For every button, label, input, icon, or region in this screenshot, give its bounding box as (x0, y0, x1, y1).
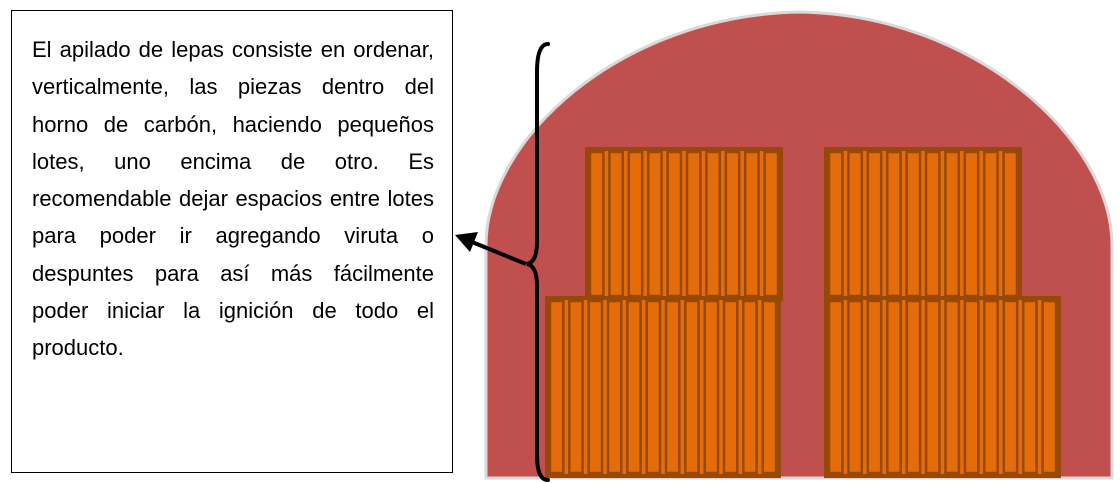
lepa-piece (666, 150, 683, 298)
lepa-piece (627, 150, 644, 298)
lepa-piece (827, 150, 844, 298)
lepa-piece (1021, 299, 1038, 475)
lepa-piece (847, 299, 864, 475)
lepa-piece (905, 150, 922, 298)
lepa-piece (885, 150, 902, 298)
lepa-piece (983, 299, 999, 475)
lepa-piece (847, 150, 864, 298)
lepa-piece (722, 299, 739, 475)
lepa-piece (588, 150, 605, 298)
lower-left-stack (545, 296, 781, 478)
lepa-piece (568, 299, 584, 475)
stack-frame (545, 296, 781, 478)
lepa-piece (684, 299, 700, 475)
lepa-piece (703, 299, 720, 475)
lepa-piece (886, 299, 902, 475)
lepa-piece (763, 150, 780, 298)
lepa-piece (1002, 150, 1019, 298)
lepa-piece (761, 299, 778, 475)
lepa-piece (664, 299, 681, 475)
lepa-piece (587, 299, 604, 475)
pointer-arrow-head (455, 232, 478, 252)
description-text: El apilado de lepas consiste en ordenar,… (32, 37, 434, 361)
lepa-piece (742, 299, 758, 475)
lepa-piece (1002, 299, 1019, 475)
lepa-piece (924, 299, 941, 475)
lepa-piece (963, 150, 980, 298)
lepas-stacks (545, 147, 1061, 478)
lepa-piece (905, 299, 922, 475)
description-box: El apilado de lepas consiste en ordenar,… (11, 10, 453, 473)
lepa-piece (646, 150, 663, 298)
lepa-piece (724, 150, 741, 298)
lepa-piece (866, 150, 883, 298)
lepa-piece (866, 299, 883, 475)
stack-frame (824, 296, 1061, 478)
lepa-piece (608, 150, 625, 298)
lepa-piece (548, 299, 565, 475)
lepa-piece (944, 299, 961, 475)
curly-brace (526, 42, 550, 482)
lepa-piece (705, 150, 722, 298)
lepa-piece (963, 299, 980, 475)
lepa-piece (645, 299, 662, 475)
lepa-piece (626, 299, 642, 475)
upper-left-stack (585, 147, 783, 301)
pointer-arrow-line (471, 240, 527, 266)
lepa-piece (982, 150, 999, 298)
lepa-piece (606, 299, 623, 475)
upper-right-stack (824, 147, 1022, 301)
lepa-piece (924, 150, 941, 298)
lepa-piece (685, 150, 702, 298)
lepa-piece (944, 150, 961, 298)
lepa-piece (743, 150, 760, 298)
lepa-piece (1041, 299, 1058, 475)
lepa-piece (827, 299, 844, 475)
lower-right-stack (824, 296, 1061, 478)
